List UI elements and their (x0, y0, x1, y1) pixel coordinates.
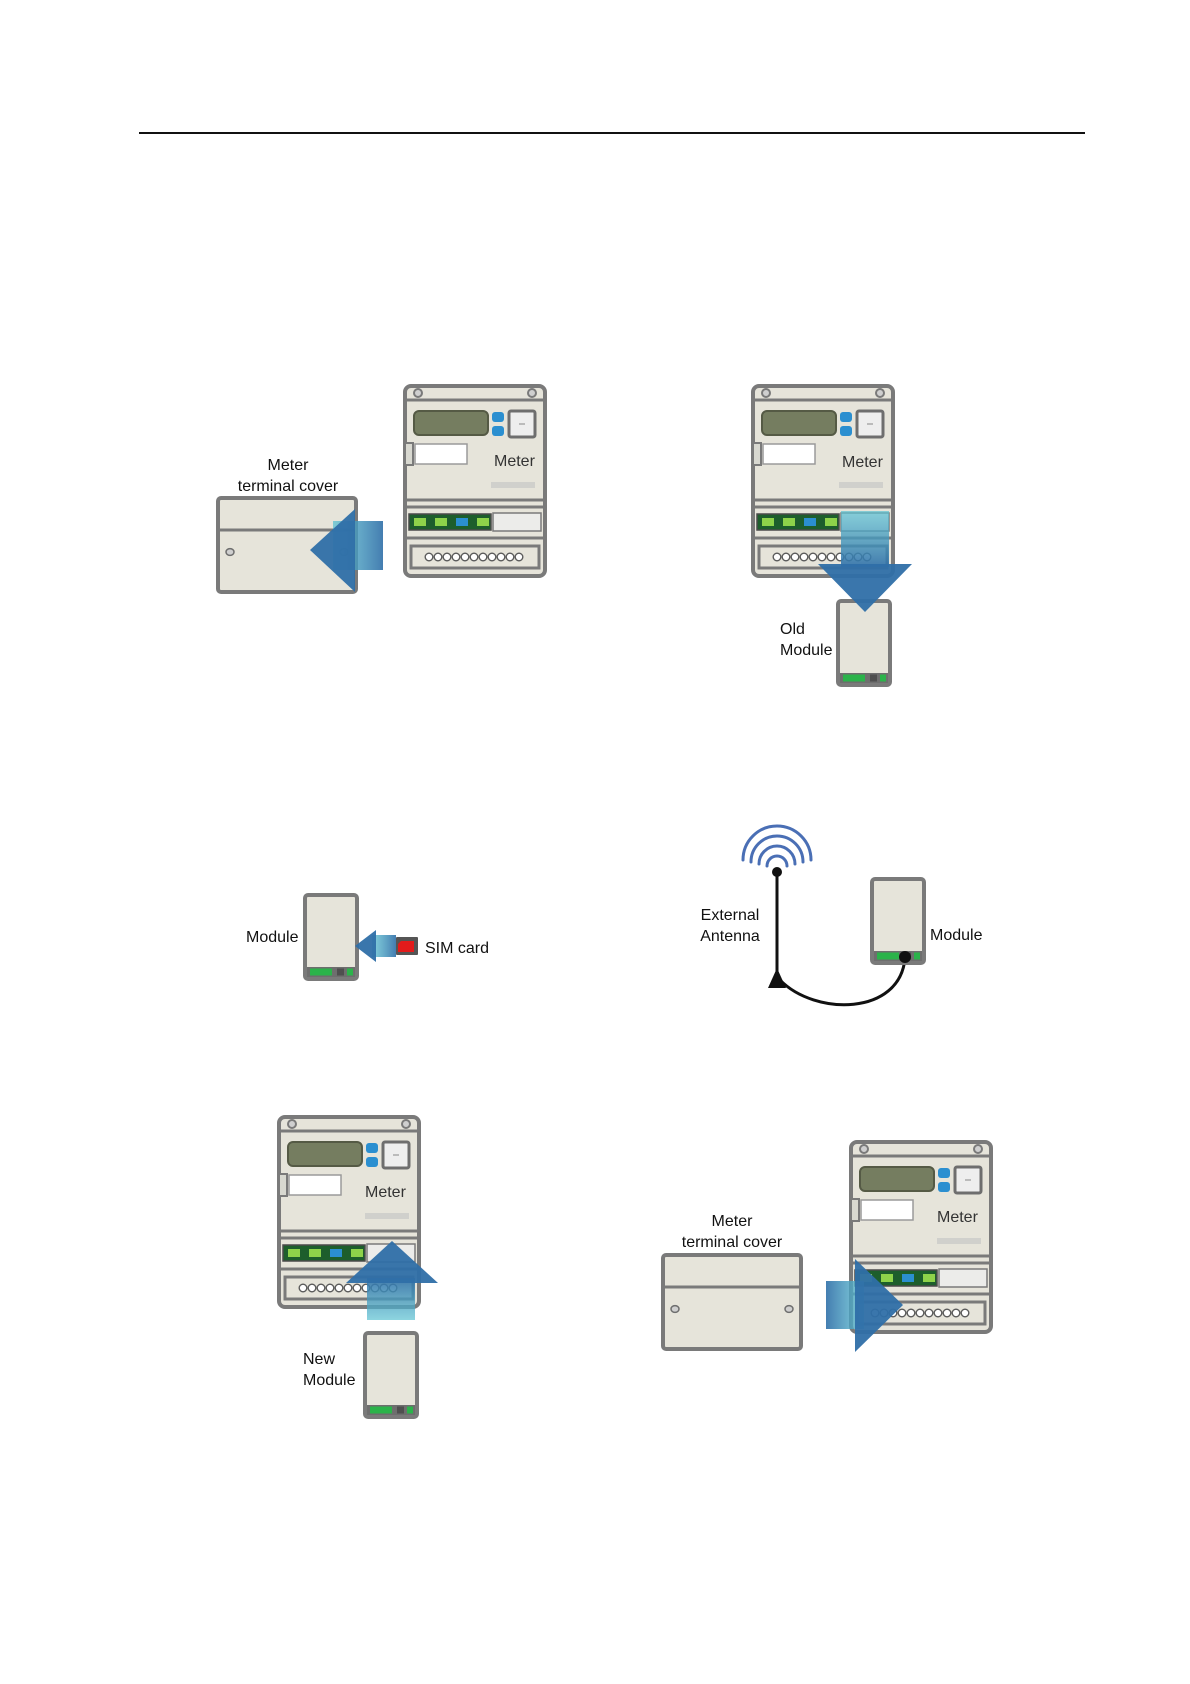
module-label: Module (246, 927, 298, 948)
communication-module-icon (365, 1333, 417, 1417)
antenna-label-line2: Antenna (690, 926, 770, 947)
communication-module-icon (305, 895, 357, 979)
meter-label: Meter (937, 1207, 978, 1228)
old-module-label: Old Module (780, 619, 832, 661)
old-module-label-line2: Module (780, 640, 832, 661)
antenna-connector (899, 951, 911, 963)
step4-group (743, 826, 924, 1005)
meter-label: Meter (494, 451, 535, 472)
new-module-label: New Module (303, 1349, 355, 1391)
new-module-label-line1: New (303, 1349, 355, 1370)
antenna-cable (780, 958, 905, 1005)
step3-group (305, 895, 418, 979)
meter-label: Meter (365, 1182, 406, 1203)
sim-card-icon (396, 937, 418, 955)
terminal-cover-icon (663, 1255, 801, 1349)
meter-label: Meter (842, 452, 883, 473)
module-label: Module (930, 925, 982, 946)
cover-label: Meter terminal cover (670, 1211, 794, 1253)
antenna-label-line1: External (690, 905, 770, 926)
step2-group (753, 386, 912, 685)
antenna-signal-icon (743, 826, 811, 866)
communication-module-icon (838, 601, 890, 685)
antenna-label: External Antenna (690, 905, 770, 947)
new-module-label-line2: Module (303, 1370, 355, 1391)
cover-label-line1: Meter (670, 1211, 794, 1232)
electricity-meter-icon (405, 386, 545, 576)
cover-label: Meter terminal cover (228, 455, 348, 497)
cover-label-line1: Meter (228, 455, 348, 476)
cover-label-line2: terminal cover (670, 1232, 794, 1253)
communication-module-icon (872, 879, 924, 963)
sim-card-label: SIM card (425, 938, 489, 959)
arrow-left-icon (355, 930, 396, 962)
cover-label-line2: terminal cover (228, 476, 348, 497)
old-module-label-line1: Old (780, 619, 832, 640)
